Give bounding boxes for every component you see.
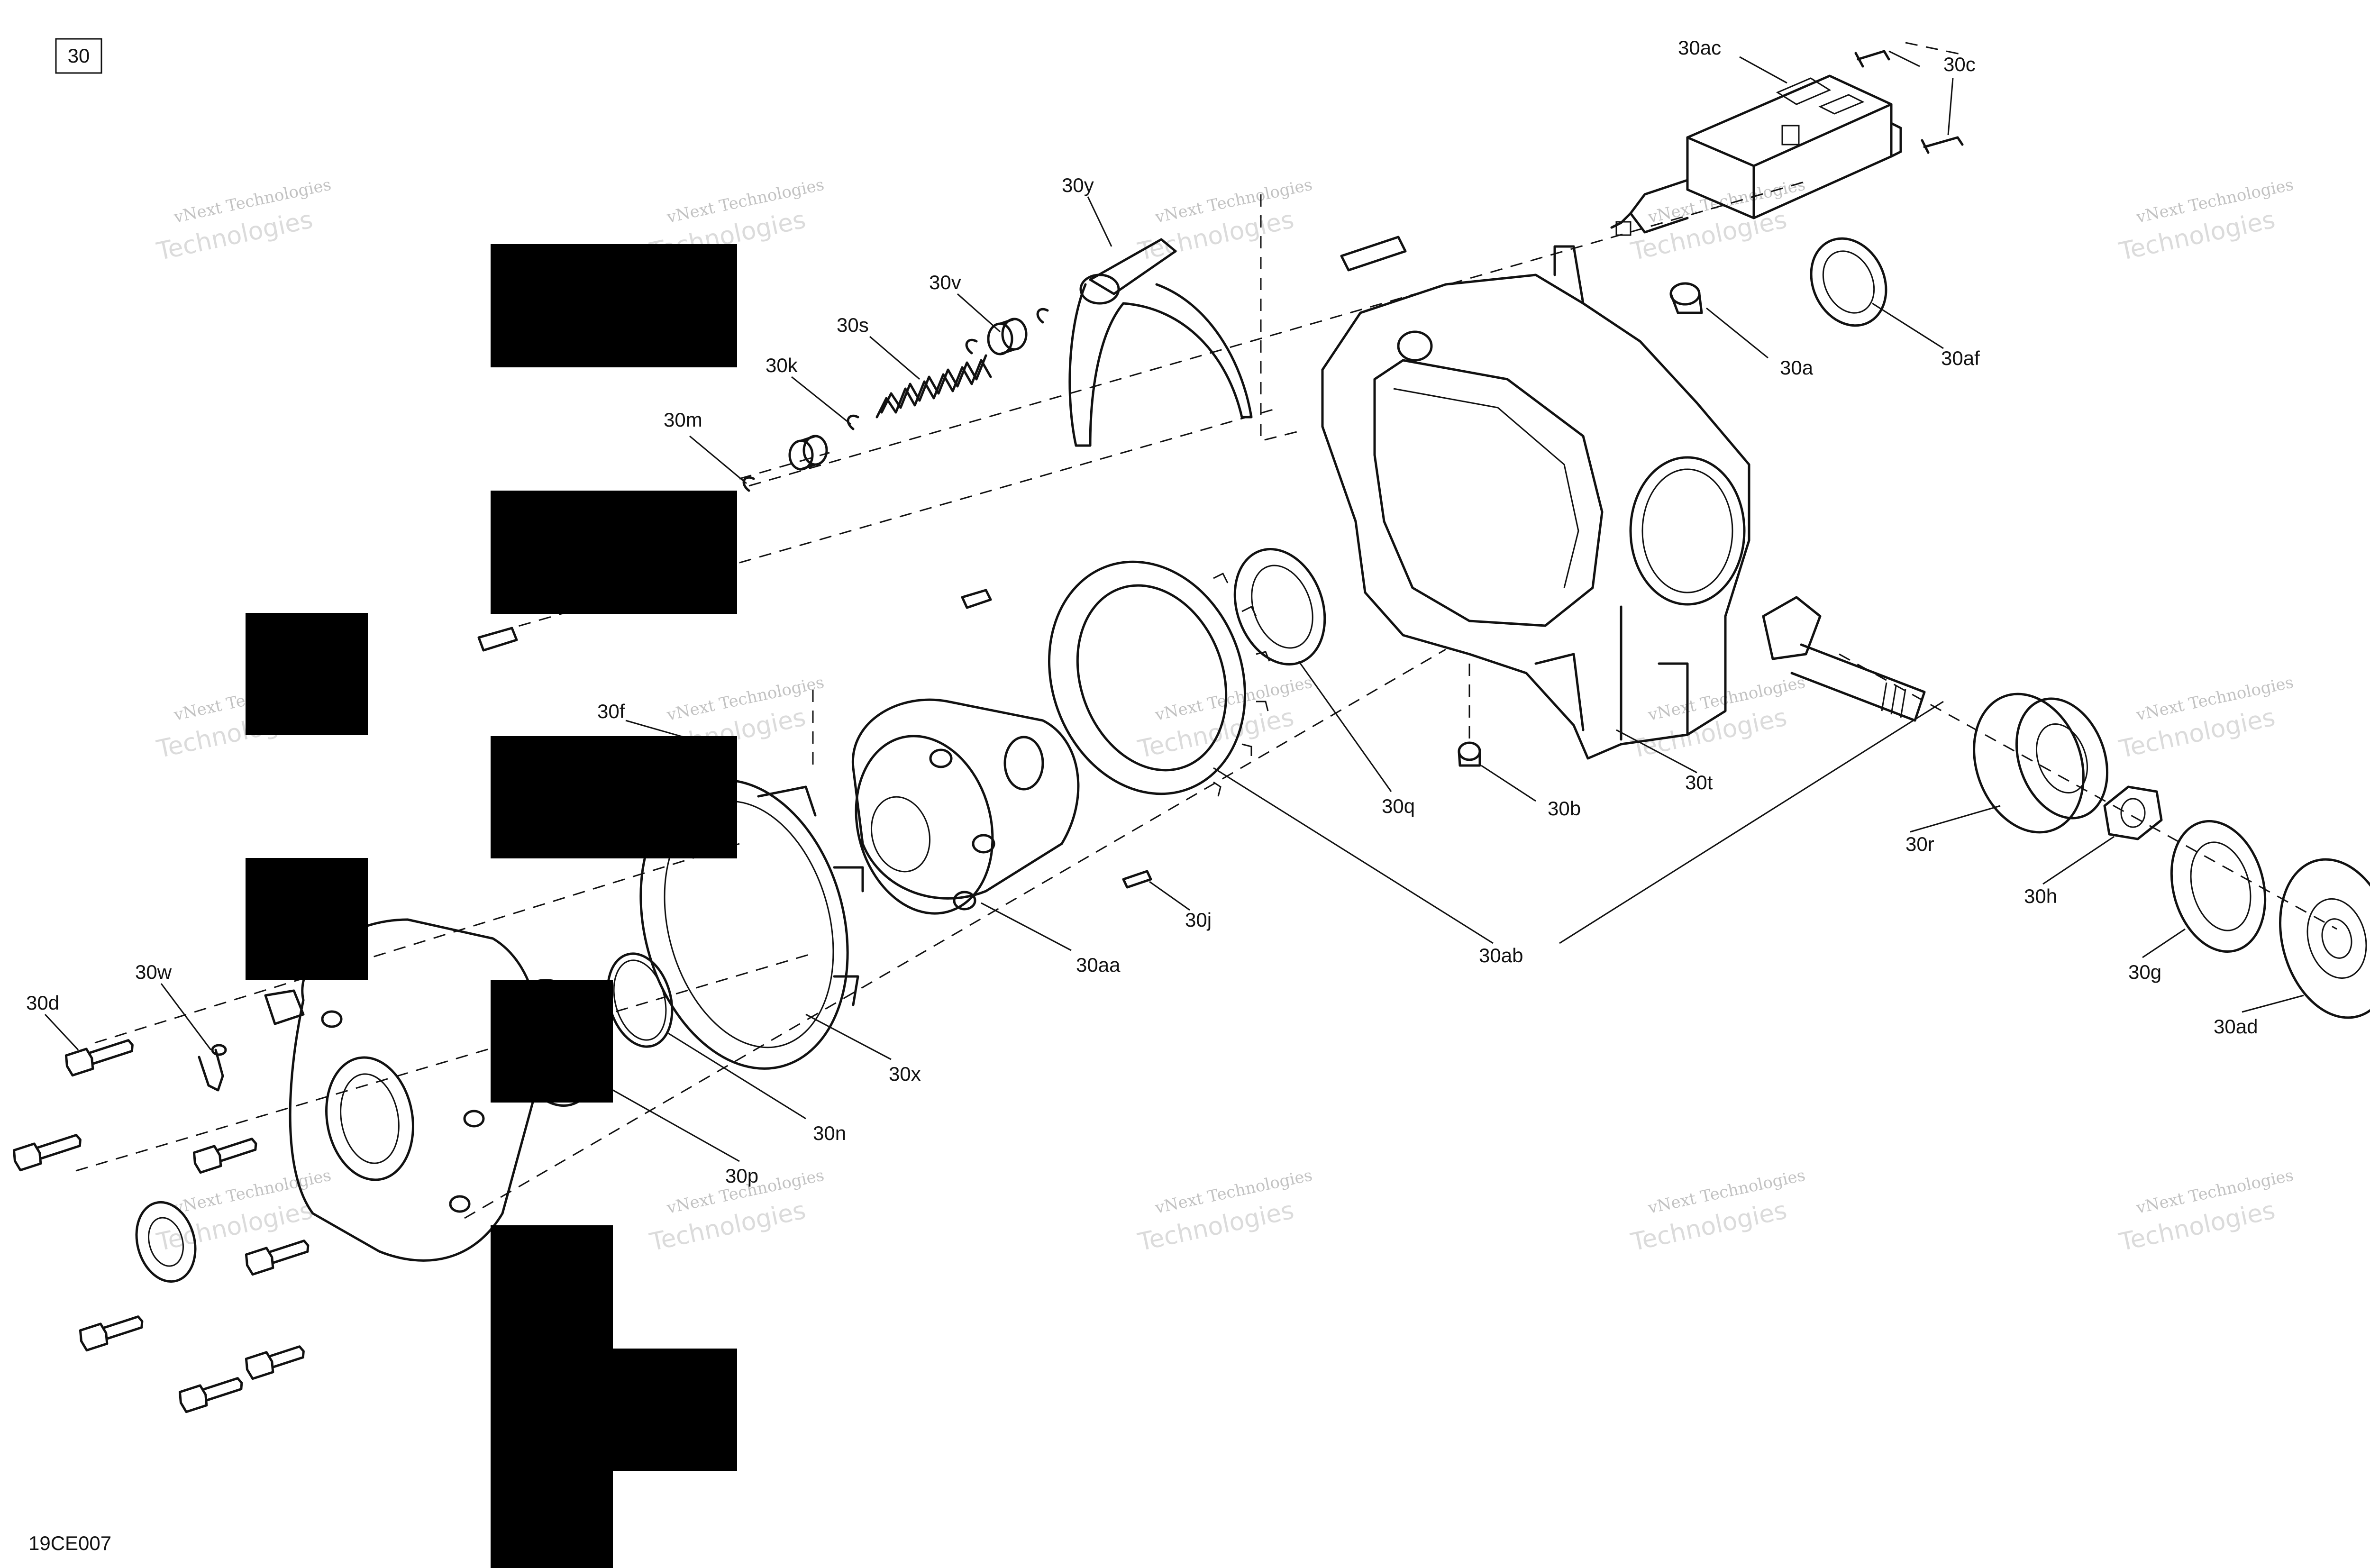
callout-30a: 30a xyxy=(1780,356,1814,379)
callout-30d: 30d xyxy=(26,992,59,1014)
leader-lines xyxy=(44,50,2304,1162)
part-30h-nut xyxy=(2103,785,2163,840)
callout-30s: 30s xyxy=(837,314,869,336)
callout-30ac: 30ac xyxy=(1678,36,1721,59)
redaction-block xyxy=(491,491,737,614)
bolt xyxy=(178,1377,243,1413)
part-30v-collar xyxy=(987,318,1028,356)
bolt xyxy=(245,1345,305,1380)
redaction-block xyxy=(246,613,368,735)
part-30j-pin xyxy=(1122,870,1152,889)
part-30aa-carrier xyxy=(851,698,1080,915)
part-30g-seal xyxy=(2170,820,2267,953)
label-plate xyxy=(1340,236,1407,272)
part-30b-plug xyxy=(1458,741,1481,767)
part-30k-bushing xyxy=(788,435,828,471)
redaction-blocks xyxy=(246,244,737,1568)
part-30a-fitting xyxy=(1669,282,1703,314)
callout-30k: 30k xyxy=(766,354,798,376)
part-snap-rings xyxy=(742,308,1049,492)
callout-30r: 30r xyxy=(1905,833,1934,855)
bolt xyxy=(192,1138,257,1174)
redaction-block xyxy=(246,858,368,980)
bolt xyxy=(79,1315,144,1352)
redaction-block xyxy=(491,244,737,367)
part-30c-screws xyxy=(1854,50,1964,154)
redaction-block xyxy=(491,980,613,1103)
redaction-block xyxy=(613,1349,737,1471)
part-30af-seal xyxy=(1810,237,1887,327)
callout-30f: 30f xyxy=(597,700,625,722)
figure-number: 30 xyxy=(68,45,90,67)
part-shift-shaft xyxy=(477,627,518,652)
bolt xyxy=(245,1240,310,1276)
figure-number-box: 30 xyxy=(55,38,102,74)
part-30ad-cap xyxy=(2279,858,2370,1019)
part-30q-bearing xyxy=(1233,548,1326,665)
callout-30h: 30h xyxy=(2024,885,2057,907)
part-30ab-ring-gear xyxy=(1048,560,1270,797)
callout-30m: 30m xyxy=(664,409,702,431)
callout-labels: 30ac 30c 30y 30v 30s 30k 30m 30a 30af 30… xyxy=(26,36,2258,1187)
part-30d-bolts xyxy=(12,1039,310,1413)
callout-30v: 30v xyxy=(929,271,961,293)
callout-30b: 30b xyxy=(1548,797,1581,820)
callout-30q: 30q xyxy=(1382,795,1415,817)
part-30y-shift-fork xyxy=(1068,238,1253,447)
callout-30t: 30t xyxy=(1685,771,1713,793)
part-dowel-pin xyxy=(961,589,992,609)
callout-30j: 30j xyxy=(1185,909,1212,931)
bolt xyxy=(12,1134,82,1172)
callout-30p: 30p xyxy=(725,1165,758,1187)
callout-30c: 30c xyxy=(1943,53,1976,75)
part-30w-fitting xyxy=(198,1044,227,1092)
redaction-block xyxy=(491,736,737,858)
callout-30ad: 30ad xyxy=(2214,1015,2258,1038)
part-30ac-actuator xyxy=(1610,74,1902,236)
callout-30x: 30x xyxy=(889,1063,921,1085)
callout-30w: 30w xyxy=(135,961,172,983)
callout-30g: 30g xyxy=(2128,961,2161,983)
part-30r-bearing xyxy=(1973,693,2109,834)
part-pinion-shaft xyxy=(1762,596,1926,722)
bolt xyxy=(64,1039,134,1077)
callout-30y: 30y xyxy=(1062,174,1094,196)
part-left-seal xyxy=(135,1201,197,1283)
callout-30aa: 30aa xyxy=(1076,954,1121,976)
redaction-block xyxy=(491,1225,613,1568)
callout-30n: 30n xyxy=(813,1122,846,1144)
callout-30ab: 30ab xyxy=(1479,944,1523,966)
part-30s-spring xyxy=(875,354,992,419)
part-30t-housing xyxy=(1321,245,1750,760)
drawing-code: 19CE007 xyxy=(28,1532,111,1554)
callout-30af: 30af xyxy=(1941,347,1980,369)
